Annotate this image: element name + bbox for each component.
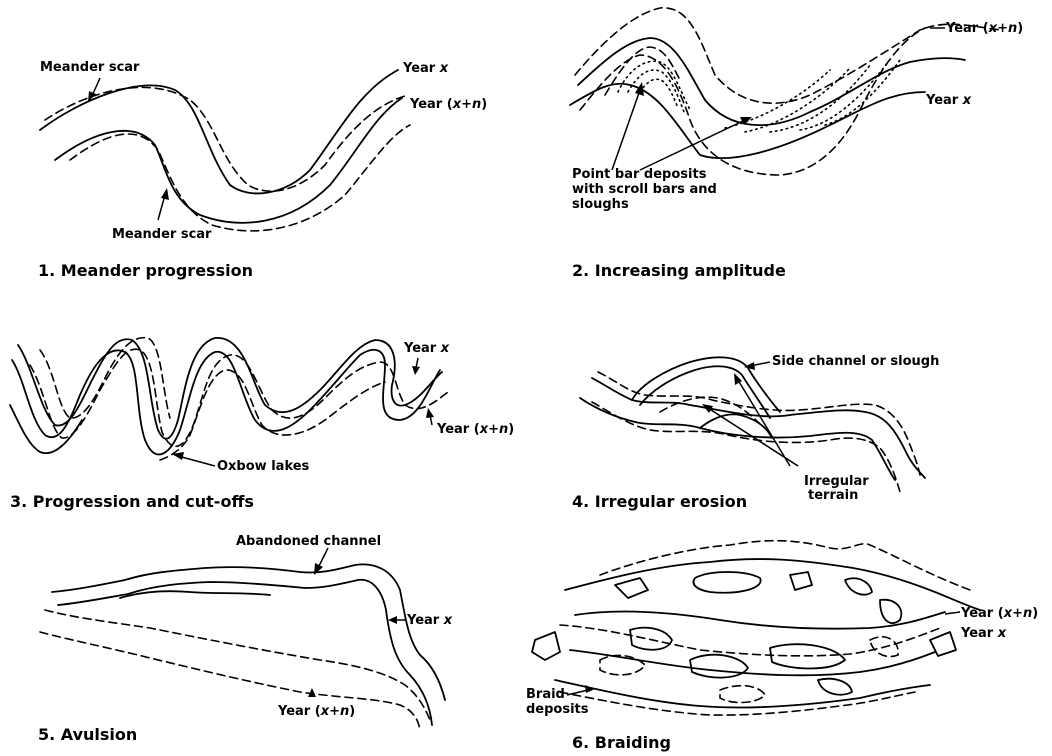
p6-island-3 bbox=[693, 572, 760, 593]
p6-dashed-bottom-bank bbox=[560, 692, 915, 715]
p3-caption: 3. Progression and cut-offs bbox=[10, 492, 254, 511]
p3-dashed-bank-1 bbox=[30, 349, 448, 446]
p5-abandoned-bank-lower bbox=[58, 580, 432, 725]
p6-year-xn-label: Year (x+n) bbox=[960, 606, 1038, 621]
p3-dashed-bank-2 bbox=[40, 338, 170, 418]
p2-caption: 2. Increasing amplitude bbox=[572, 261, 786, 280]
panel-2-increasing-amplitude: Year (x+n) Year x Point bar deposits wit… bbox=[570, 8, 1023, 280]
p4-irregular-terrain-line2: terrain bbox=[808, 488, 858, 503]
p2-point-bar-label-line1: Point bar deposits bbox=[572, 167, 707, 182]
p3-year-x-label: Year x bbox=[403, 341, 450, 356]
p4-irregular-terrain-line1: Irregular bbox=[804, 474, 869, 489]
p1-year-xn-label: Year (x+n) bbox=[409, 97, 487, 112]
p2-point-bar-arrowhead-1 bbox=[635, 82, 644, 96]
p6-braid-label-line2: deposits bbox=[526, 702, 589, 717]
p6-year-x-label: Year x bbox=[960, 626, 1007, 641]
p6-island-9 bbox=[690, 655, 748, 678]
p6-island-11 bbox=[818, 679, 852, 695]
p5-abandoned-channel-label: Abandoned channel bbox=[236, 534, 381, 549]
p3-channel-bank-1 bbox=[12, 350, 440, 455]
p2-point-bar-label-line3: sloughs bbox=[572, 197, 629, 212]
p6-solid-mid-bank-1 bbox=[575, 611, 945, 628]
p1-caption: 1. Meander progression bbox=[38, 261, 253, 280]
p2-scroll-bar-1 bbox=[618, 61, 690, 110]
p2-scroll-bar-7 bbox=[800, 62, 888, 130]
p1-year-x-label: Year x bbox=[402, 61, 449, 76]
p2-point-bar-arrow-1 bbox=[612, 90, 640, 170]
p5-year-x-arrowhead bbox=[388, 616, 397, 624]
p3-year-x-arrowhead bbox=[412, 366, 420, 375]
p6-caption: 6. Braiding bbox=[572, 733, 671, 752]
panel-4-irregular-erosion: Side channel or slough Irregular terrain… bbox=[572, 354, 939, 511]
p5-inner-bank bbox=[120, 591, 270, 598]
p3-year-xn-arrowhead bbox=[426, 408, 434, 418]
p5-abandoned-bank-upper bbox=[52, 564, 445, 700]
p4-terrain-arrowhead-2 bbox=[702, 404, 713, 413]
p1-meander-scar-bottom-label: Meander scar bbox=[112, 227, 212, 242]
p6-dashed-island-2 bbox=[720, 686, 765, 703]
p1-channel-bank-outer-solid bbox=[40, 70, 398, 193]
p5-year-x-label: Year x bbox=[406, 613, 453, 628]
p2-outer-dashed-bank-2 bbox=[580, 28, 925, 175]
p4-side-channel-label: Side channel or slough bbox=[772, 354, 939, 369]
p6-island-1 bbox=[532, 632, 560, 660]
p6-island-5 bbox=[845, 578, 872, 594]
p1-scar-bottom-arrow bbox=[158, 195, 165, 220]
panel-3-progression-cutoffs: Year x Year (x+n) Oxbow lakes 3. Progres… bbox=[10, 338, 514, 511]
p3-year-x-arrow bbox=[416, 358, 418, 368]
p5-dashed-bank-1 bbox=[45, 610, 430, 720]
panel-1-meander-progression: Meander scar Meander scar Year x Year (x… bbox=[38, 60, 487, 280]
p4-side-channel-outer bbox=[632, 357, 780, 412]
p6-braid-label-line1: Braid bbox=[526, 687, 565, 702]
p6-dashed-top-bank bbox=[600, 541, 970, 590]
p5-abandoned-arrowhead bbox=[314, 563, 323, 575]
p5-dashed-bank-2 bbox=[40, 632, 420, 730]
p6-island-2 bbox=[615, 578, 648, 598]
p2-year-x-label: Year x bbox=[925, 93, 972, 108]
p5-abandoned-arrow bbox=[318, 548, 328, 568]
p2-year-xn-label: Year (x+n) bbox=[945, 21, 1023, 36]
panel-6-braiding: Year (x+n) Year x Braid deposits 6. Brai… bbox=[526, 541, 1038, 752]
p3-oxbow-arrow bbox=[178, 456, 215, 466]
p4-caption: 4. Irregular erosion bbox=[572, 492, 747, 511]
p6-island-6 bbox=[880, 600, 901, 623]
p6-dashed-mid-bank bbox=[560, 625, 940, 656]
p1-scar-bottom-arrowhead bbox=[161, 188, 169, 200]
p5-year-xn-label: Year (x+n) bbox=[277, 704, 355, 719]
p2-solid-bank-1 bbox=[578, 38, 965, 125]
p1-meander-scar-top-label: Meander scar bbox=[40, 60, 140, 75]
p4-side-channel-inner bbox=[640, 366, 770, 418]
p3-dashed-bank-3 bbox=[190, 370, 385, 435]
p3-year-xn-label: Year (x+n) bbox=[436, 422, 514, 437]
p2-point-bar-label-line2: with scroll bars and bbox=[572, 182, 717, 197]
p6-braid-arrow bbox=[567, 690, 588, 695]
p6-braid-arrowhead bbox=[585, 685, 595, 693]
p6-solid-bottom-bank bbox=[555, 680, 930, 707]
p6-island-8 bbox=[630, 628, 672, 650]
p5-caption: 5. Avulsion bbox=[38, 725, 137, 744]
p6-year-leader bbox=[945, 612, 960, 614]
p6-island-4 bbox=[790, 572, 812, 590]
panel-5-avulsion: Abandoned channel Year x Year (x+n) 5. A… bbox=[38, 534, 453, 744]
p3-oxbow-label: Oxbow lakes bbox=[217, 459, 310, 474]
